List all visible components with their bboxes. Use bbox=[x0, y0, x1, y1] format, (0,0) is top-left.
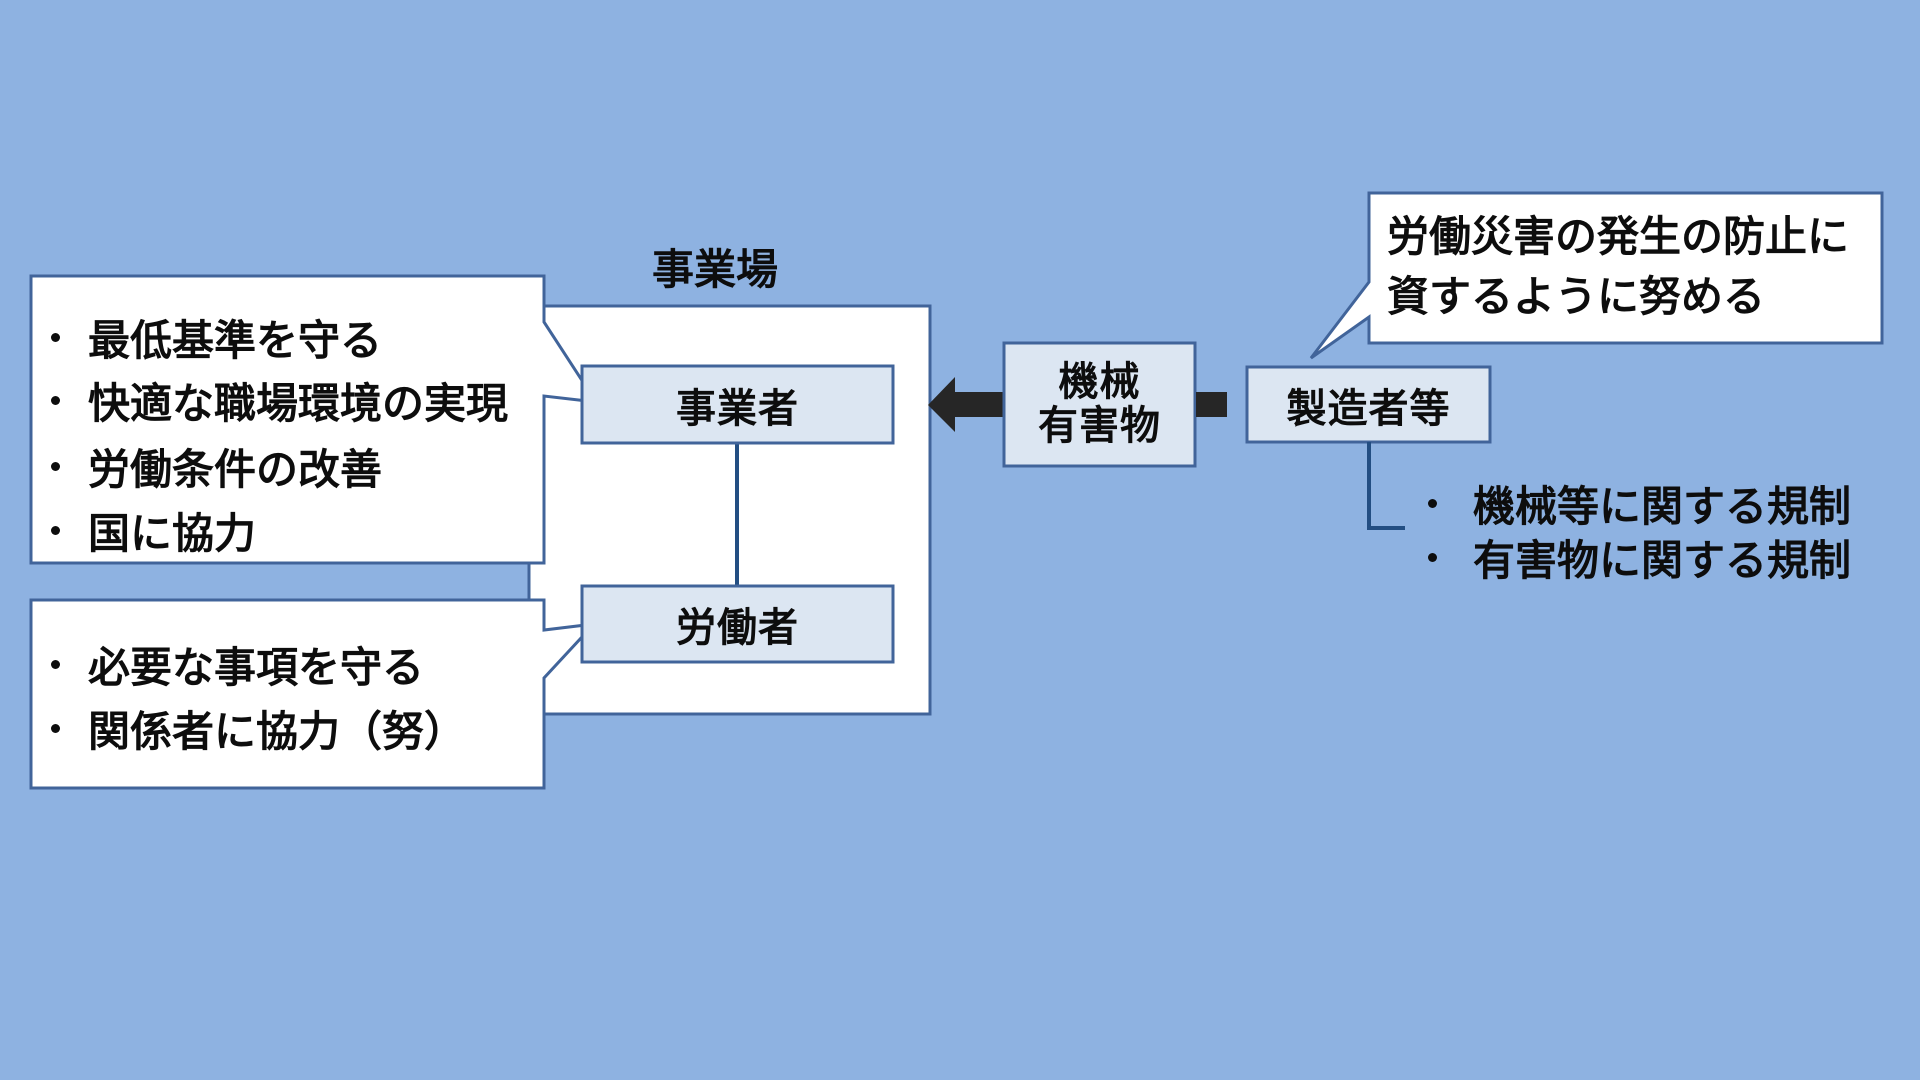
employer-duty-item: 快適な職場環境の実現 bbox=[51, 375, 508, 428]
regulation-item: 機械等に関する規制 bbox=[1428, 478, 1851, 531]
machinery-label-line1: 機械 bbox=[1058, 359, 1141, 406]
manufacturer-box-shape bbox=[1245, 365, 1492, 444]
flow-arrow-stub bbox=[1196, 392, 1227, 417]
worker-box: 労働者 bbox=[582, 586, 893, 662]
bullet-icon bbox=[1428, 552, 1437, 562]
employer-label: 事業者 bbox=[676, 385, 799, 432]
bullet-icon bbox=[51, 723, 60, 733]
workplace-title: 事業場 bbox=[652, 245, 779, 294]
machinery-box-shape bbox=[1002, 341, 1197, 468]
manufacturer-callout-line2: 資するように努める bbox=[1387, 272, 1766, 321]
employer-duty-item: 労働条件の改善 bbox=[51, 441, 382, 494]
manufacturer-box: 製造者等 bbox=[1247, 367, 1490, 442]
machinery-box: 機械 有害物 bbox=[1004, 343, 1195, 466]
regulations-bracket bbox=[1367, 442, 1405, 530]
employer-duty-item: 最低基準を守る bbox=[51, 312, 382, 365]
bullet-icon bbox=[51, 332, 60, 342]
worker-duty-item: 必要な事項を守る bbox=[51, 639, 424, 692]
machinery-label-line2: 有害物 bbox=[1038, 402, 1161, 449]
bullet-icon bbox=[51, 461, 60, 471]
manufacturer-callout-shape bbox=[1309, 191, 1884, 360]
regulation-item: 有害物に関する規制 bbox=[1428, 532, 1851, 585]
manufacturer-callout-line1: 労働災害の発生の防止に bbox=[1387, 212, 1850, 261]
flow-arrow-left bbox=[928, 377, 1005, 432]
worker-box-shape bbox=[580, 584, 895, 664]
worker-label: 労働者 bbox=[676, 605, 799, 651]
bullet-icon bbox=[51, 525, 60, 535]
manufacturer-label: 製造者等 bbox=[1286, 385, 1451, 432]
employer-box-shape bbox=[580, 364, 895, 445]
bullet-icon bbox=[1428, 498, 1437, 508]
bullet-icon bbox=[51, 395, 60, 405]
worker-duties-callout-shape bbox=[29, 598, 598, 790]
worker-duty-item: 関係者に協力（努） bbox=[51, 703, 466, 756]
employer-duties-callout-shape bbox=[29, 274, 599, 565]
employer-box: 事業者 bbox=[582, 366, 893, 443]
employer-duty-item: 国に協力 bbox=[51, 505, 256, 558]
bullet-icon bbox=[51, 659, 60, 669]
